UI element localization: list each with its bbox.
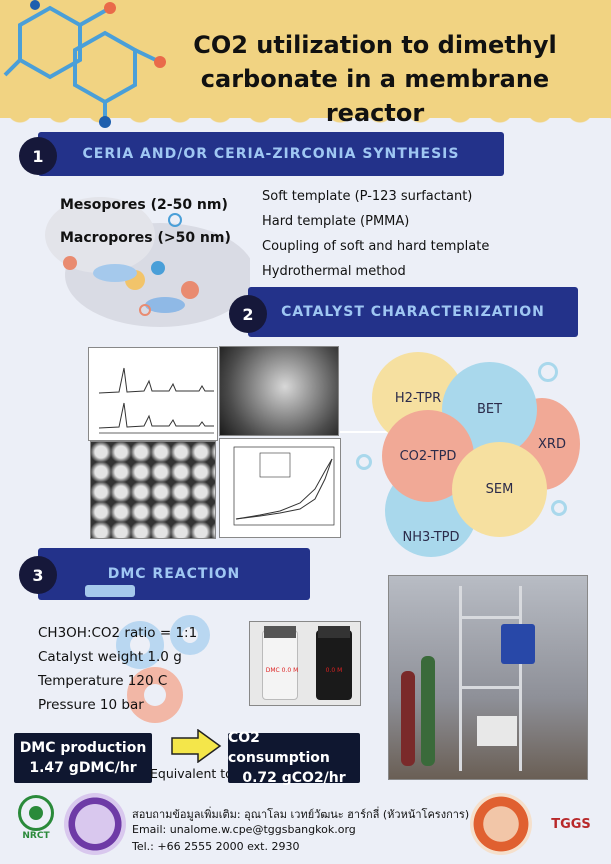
xrd-pattern-image bbox=[88, 347, 218, 441]
connector-line bbox=[340, 431, 400, 433]
section2-title-bar: CATALYST CHARACTERIZATION bbox=[248, 287, 578, 337]
dmc-production-value: 1.47 gDMC/hr bbox=[29, 760, 137, 776]
porous-material-illustration bbox=[45, 197, 250, 327]
molecule-decoration-icon bbox=[3, 0, 166, 128]
condition-catalyst-weight: Catalyst weight 1.0 g bbox=[38, 649, 182, 665]
section1-title: CERIA AND/OR CERIA-ZIRCONIA SYNTHESIS bbox=[82, 146, 460, 162]
ring-decoration-icon bbox=[538, 362, 558, 382]
method-hard-template: Hard template (PMMA) bbox=[262, 214, 410, 229]
section3-title: DMC REACTION bbox=[107, 566, 241, 582]
section3-number: 3 bbox=[19, 556, 57, 594]
dmc-production-box: DMC production 1.47 gDMC/hr bbox=[14, 733, 152, 783]
vial-label-left: DMC 0.0 M bbox=[265, 667, 299, 674]
ring-decoration-icon bbox=[551, 500, 567, 516]
co2-consumption-box: CO2 consumption 0.72 gCO2/hr bbox=[228, 730, 360, 786]
macropores-label: Macropores (>50 nm) bbox=[60, 230, 231, 246]
nrct-logo: NRCT bbox=[14, 795, 58, 847]
membrane-reactor-photo bbox=[388, 575, 588, 780]
contact-tel: Tel.: +66 2555 2000 ext. 2930 bbox=[132, 840, 300, 853]
bubble-sem: SEM bbox=[452, 442, 547, 537]
section2-number: 2 bbox=[229, 295, 267, 333]
title-line-2: carbonate in a membrane reactor bbox=[200, 65, 550, 127]
tggs-logo: TGGS bbox=[551, 816, 591, 832]
dmc-production-label: DMC production bbox=[19, 740, 147, 756]
organization-seal-icon bbox=[470, 793, 532, 855]
condition-ratio: CH3OH:CO2 ratio = 1:1 bbox=[38, 625, 198, 641]
contact-thai-text: สอบถามข้อมูลเพิ่มเติม: อุณาโลม เวทย์วัฒน… bbox=[132, 808, 470, 821]
equivalent-label: Equivalent to bbox=[150, 766, 233, 781]
section2-title: CATALYST CHARACTERIZATION bbox=[281, 304, 545, 320]
isotherm-plot-image bbox=[219, 438, 341, 538]
page-title: CO2 utilization to dimethyl carbonate in… bbox=[150, 28, 600, 130]
sem-image-flower bbox=[219, 346, 339, 436]
nrct-seal-icon bbox=[18, 795, 54, 831]
title-line-1: CO2 utilization to dimethyl bbox=[193, 31, 557, 59]
co2-consumption-label: CO2 consumption bbox=[228, 730, 330, 766]
condition-temperature: Temperature 120 C bbox=[38, 673, 168, 689]
section1-title-bar: CERIA AND/OR CERIA-ZIRCONIA SYNTHESIS bbox=[38, 132, 504, 176]
bubble-bet: BET bbox=[442, 362, 537, 457]
contact-email: Email: unalome.w.cpe@tggsbangkok.org bbox=[132, 823, 356, 836]
vial-label-right: 0.0 M bbox=[325, 667, 343, 674]
sem-image-spheres bbox=[90, 441, 216, 539]
ring-decoration-icon bbox=[356, 454, 372, 470]
method-hydrothermal: Hydrothermal method bbox=[262, 264, 406, 279]
section3-title-bar: DMC REACTION bbox=[38, 548, 310, 600]
method-coupling: Coupling of soft and hard template bbox=[262, 239, 490, 254]
gears-decoration-icon bbox=[85, 585, 210, 723]
vials-photo: DMC 0.0 M 0.0 M bbox=[249, 621, 361, 706]
section1-number: 1 bbox=[19, 137, 57, 175]
university-seal-icon bbox=[64, 793, 126, 855]
co2-consumption-value: 0.72 gCO2/hr bbox=[242, 770, 346, 786]
method-soft-template: Soft template (P-123 surfactant) bbox=[262, 189, 473, 204]
mesopores-label: Mesopores (2-50 nm) bbox=[60, 197, 228, 213]
condition-pressure: Pressure 10 bar bbox=[38, 697, 144, 713]
arrow-right-icon bbox=[171, 729, 222, 763]
